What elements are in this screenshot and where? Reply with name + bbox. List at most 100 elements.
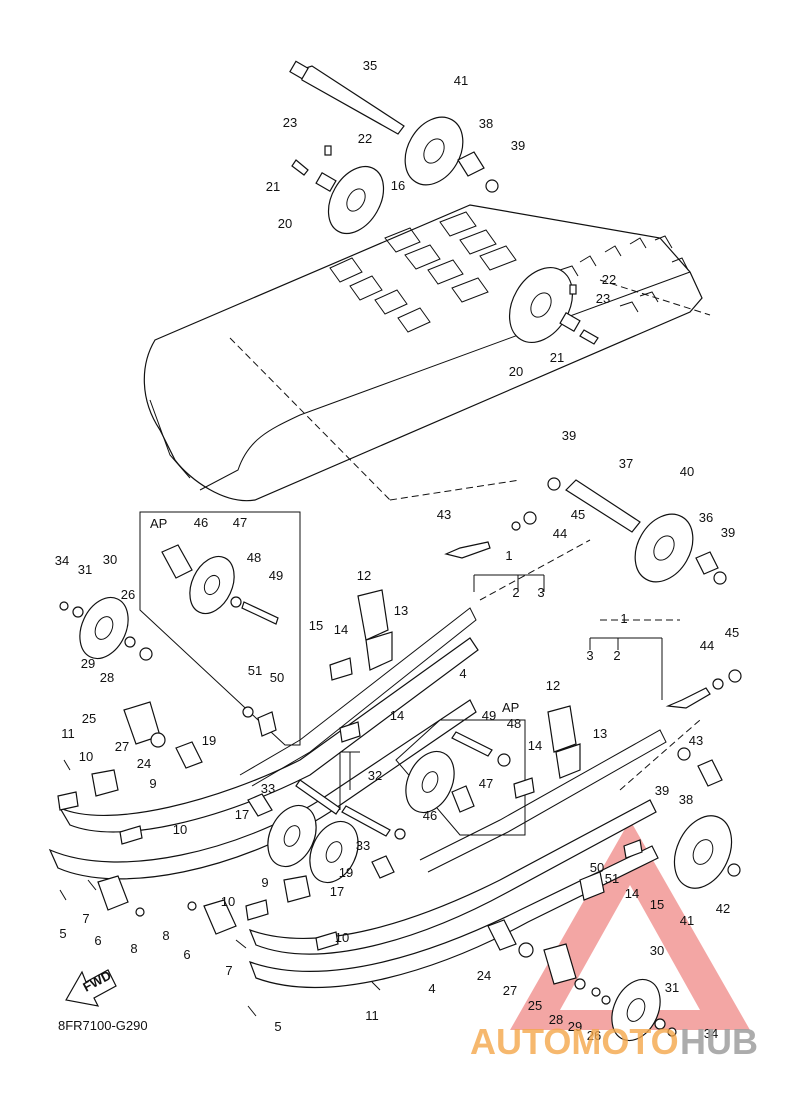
callout-23: 23 — [283, 115, 297, 130]
callout-26: 26 — [587, 1028, 601, 1043]
block-13b — [555, 743, 581, 779]
callout-50: 50 — [270, 670, 284, 685]
callout-43: 43 — [437, 507, 451, 522]
block-13a — [365, 631, 393, 671]
bushing-46a — [161, 544, 193, 579]
callout-41: 41 — [454, 73, 468, 88]
collar-38 — [457, 151, 485, 177]
callout-6: 6 — [94, 933, 101, 948]
bolt-32 — [341, 805, 391, 837]
callout-39: 39 — [562, 428, 576, 443]
callout-2: 2 — [512, 585, 519, 600]
collar-21-upper — [315, 171, 337, 193]
callout-39: 39 — [511, 138, 525, 153]
callout-46: 46 — [194, 515, 208, 530]
callout-7: 7 — [82, 911, 89, 926]
callout-49: 49 — [482, 708, 496, 723]
callout-33: 33 — [356, 838, 370, 853]
front-parts-group — [59, 759, 381, 1017]
bolt-43a — [444, 541, 491, 559]
callout-44: 44 — [553, 526, 567, 541]
callout-4: 4 — [428, 981, 435, 996]
callout-39: 39 — [655, 783, 669, 798]
callout-16: 16 — [391, 178, 405, 193]
callout-27: 27 — [115, 739, 129, 754]
callout-21: 21 — [550, 350, 564, 365]
callout-25: 25 — [528, 998, 542, 1013]
callout-17: 17 — [330, 884, 344, 899]
callout-46: 46 — [423, 808, 437, 823]
callout-48: 48 — [507, 716, 521, 731]
fwd-arrow-icon: FWD — [65, 968, 117, 1007]
bolt-49a — [241, 601, 279, 625]
wheel-30a — [79, 596, 129, 660]
callout-51: 51 — [248, 663, 262, 678]
callout-9: 9 — [261, 875, 268, 890]
roller-24a — [175, 741, 203, 769]
callout-30: 30 — [103, 552, 117, 567]
callout-35: 35 — [363, 58, 377, 73]
washer-48a — [230, 596, 242, 608]
callout-23: 23 — [596, 291, 610, 306]
bushing-46b — [451, 785, 475, 813]
collar-38b — [697, 759, 723, 787]
roller-24b — [487, 919, 517, 951]
nut-39 — [485, 179, 499, 193]
callout-38: 38 — [679, 792, 693, 807]
callout-10: 10 — [335, 930, 349, 945]
callout-13: 13 — [394, 603, 408, 618]
ap-box-left — [139, 511, 301, 746]
callout-31: 31 — [78, 562, 92, 577]
ap-label-right: AP — [502, 700, 519, 715]
callout-31: 31 — [665, 980, 679, 995]
callout-8: 8 — [162, 928, 169, 943]
right-rear-wheel-group — [665, 669, 742, 889]
upper-idler-shaft-group — [289, 60, 499, 235]
callout-20: 20 — [509, 364, 523, 379]
wheel-40 — [634, 513, 694, 583]
left-slide-rail — [48, 589, 479, 880]
wheel-20-upper — [327, 165, 385, 235]
leader-lines — [229, 279, 711, 810]
right-slide-rail — [245, 705, 667, 988]
callout-12: 12 — [546, 678, 560, 693]
callout-39: 39 — [721, 525, 735, 540]
callout-51: 51 — [605, 871, 619, 886]
track-lugs — [329, 211, 517, 333]
callout-3: 3 — [586, 648, 593, 663]
diagram-code: 8FR7100-G290 — [58, 1018, 148, 1033]
callout-49: 49 — [269, 568, 283, 583]
callout-26: 26 — [121, 587, 135, 602]
watermark-text-a: AUTOMOTO — [470, 1021, 679, 1062]
callout-15: 15 — [650, 897, 664, 912]
stopper-12b — [547, 705, 577, 753]
callout-19: 19 — [339, 865, 353, 880]
callout-22: 22 — [602, 272, 616, 287]
callout-40: 40 — [680, 464, 694, 479]
watermark-text-b: HUB — [680, 1021, 758, 1062]
callout-45: 45 — [725, 625, 739, 640]
callout-12: 12 — [357, 568, 371, 583]
callout-14: 14 — [390, 708, 404, 723]
callout-22: 22 — [358, 131, 372, 146]
callout-24: 24 — [137, 756, 151, 771]
callout-32: 32 — [368, 768, 382, 783]
callout-24: 24 — [477, 968, 491, 983]
wear-strip-9b — [283, 875, 311, 903]
center-wheel-group — [247, 779, 406, 884]
wheel-19a — [267, 804, 317, 868]
callout-15: 15 — [309, 618, 323, 633]
callout-36: 36 — [699, 510, 713, 525]
callout-10: 10 — [221, 894, 235, 909]
callout-29: 29 — [81, 656, 95, 671]
bumper-25b — [543, 943, 577, 985]
bolt-43b — [665, 687, 711, 709]
shaft-37 — [565, 479, 641, 533]
bumper-6b — [203, 899, 237, 935]
shaft-35 — [299, 65, 405, 135]
callout-33: 33 — [261, 781, 275, 796]
callout-41: 41 — [680, 913, 694, 928]
callout-11: 11 — [61, 726, 75, 741]
ap-label-left: AP — [150, 516, 167, 531]
